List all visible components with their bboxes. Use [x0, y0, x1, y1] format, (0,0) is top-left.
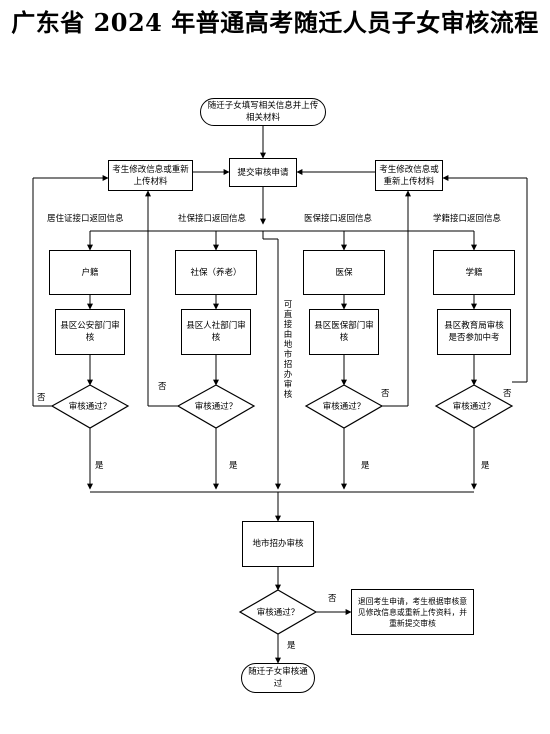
edu-review-node: 县区教育局审核是否参加中考: [437, 309, 511, 355]
city-review-node: 地市招办审核: [242, 521, 314, 567]
hukou-node: 户籍: [49, 250, 131, 295]
no-label: 否: [37, 393, 46, 403]
yes-label: 是: [95, 461, 104, 471]
xueji-node: 学籍: [433, 250, 515, 295]
no-label: 否: [381, 389, 390, 399]
no-label: 否: [158, 382, 167, 392]
yes-label: 是: [481, 461, 490, 471]
yes-label: 是: [287, 641, 296, 651]
shebao-node: 社保（养老）: [175, 250, 257, 295]
revise-left-node: 考生修改信息或重新上传材料: [108, 160, 193, 191]
medical-review-node: 县区医保部门审核: [309, 309, 379, 355]
no-label: 否: [328, 594, 337, 604]
no-label: 否: [503, 389, 512, 399]
decision-label: 审核通过？: [452, 402, 496, 412]
decision-label: 审核通过？: [68, 402, 112, 412]
decision-diamond: [50, 384, 130, 429]
hukou-return-label: 居住证接口返回信息: [47, 214, 124, 224]
reject-note-node: 退回考生申请，考生根据审核意见修改信息或重新上传资料，并重新提交审核: [351, 589, 474, 635]
police-review-node: 县区公安部门审核: [55, 309, 125, 355]
revise-right-node: 考生修改信息或重新上传材料: [375, 160, 443, 191]
decision-label: 审核通过？: [194, 402, 238, 412]
yes-label: 是: [229, 461, 238, 471]
hr-review-node: 县区人社部门审核: [181, 309, 251, 355]
submit-node: 提交审核申请: [229, 158, 297, 187]
yibao-return-label: 医保接口返回信息: [304, 214, 373, 224]
shebao-return-label: 社保接口返回信息: [178, 214, 247, 224]
end-node: 随迁子女审核通过: [241, 663, 315, 693]
direct-city-review-label: 可直接由地市招办审核: [282, 300, 294, 400]
final-decision-diamond: [238, 589, 318, 635]
decision-diamond: [304, 384, 384, 429]
decision-label: 审核通过？: [322, 402, 366, 412]
decision-diamond: [434, 384, 514, 429]
xueji-return-label: 学籍接口返回信息: [433, 214, 502, 224]
start-node: 随迁子女填写相关信息并上传相关材料: [200, 98, 326, 126]
final-decision-label: 审核通过？: [256, 608, 300, 618]
decision-diamond: [176, 384, 256, 429]
page-title: 广东省 2024 年普通高考随迁人员子女审核流程: [11, 8, 539, 37]
yes-label: 是: [361, 461, 370, 471]
yibao-node: 医保: [303, 250, 385, 295]
